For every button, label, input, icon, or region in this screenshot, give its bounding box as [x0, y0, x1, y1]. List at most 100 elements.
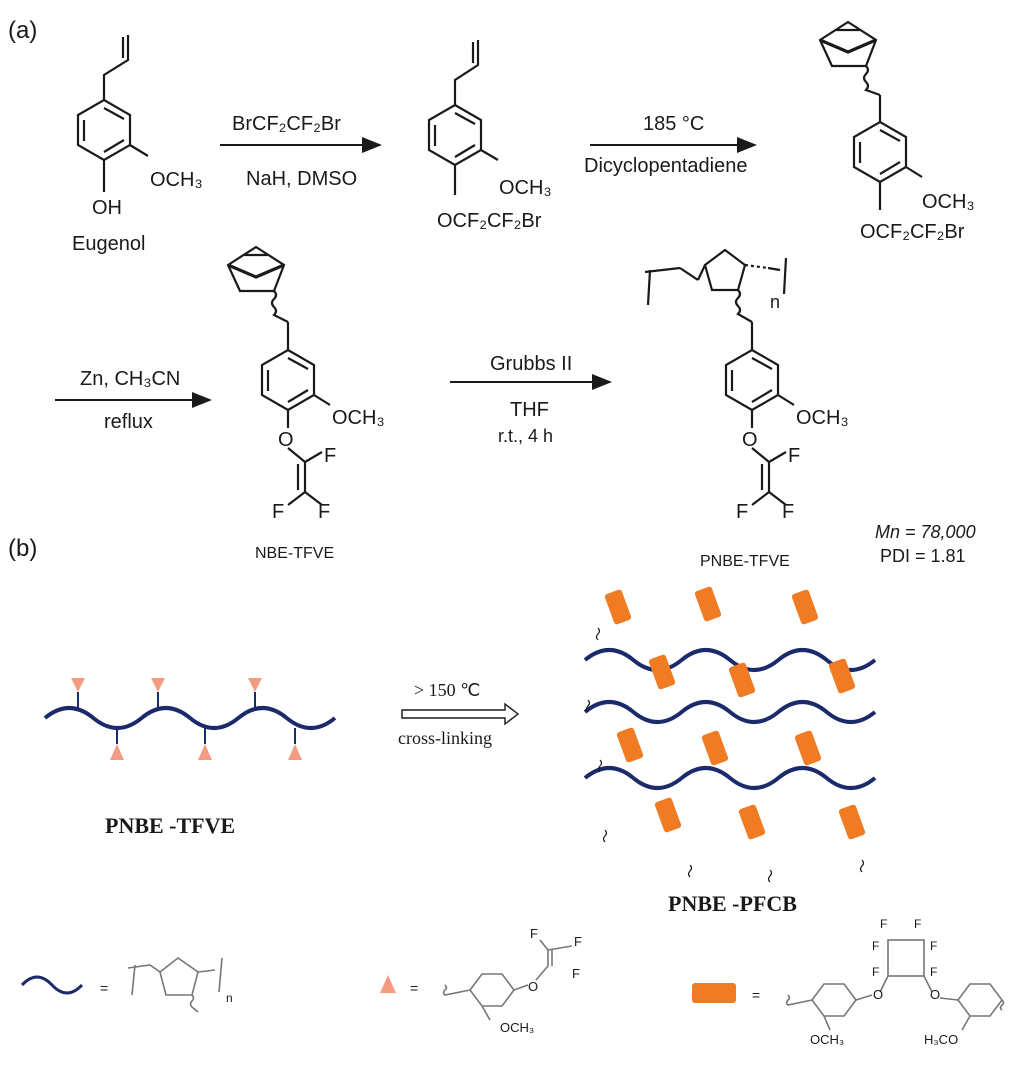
- pfcb-block: [654, 797, 682, 833]
- pfcb-block-group: [648, 654, 676, 690]
- condition-top: > 150 ℃: [414, 680, 480, 700]
- polymer-structure: [644, 248, 795, 506]
- legend-pfcb-och3-left: OCH₃: [810, 1032, 844, 1047]
- pfcb-block: [838, 804, 866, 840]
- pdi-label: PDI = 1.81: [880, 546, 966, 566]
- pfcb-block-group: [728, 662, 756, 698]
- triangle-legend-symbol: [380, 975, 396, 993]
- intermediate-2-och3: OCH₃: [922, 191, 975, 213]
- pfcb-block-group: [616, 727, 644, 763]
- polymer-f1: F: [788, 445, 800, 467]
- polymer-f2: F: [736, 501, 748, 523]
- pfcb-block-group: [701, 730, 729, 766]
- pfcb-legend-structure: [785, 939, 1005, 1031]
- pfcb-block: [701, 730, 729, 766]
- network-backbone: [583, 700, 877, 724]
- pfcb-block: [648, 654, 676, 690]
- tfve-legend-structure: [442, 939, 573, 1021]
- eugenol-och3: OCH₃: [150, 169, 203, 191]
- chain-end-tail: [585, 699, 591, 713]
- pnbe-tfve-chain: [43, 678, 337, 760]
- intermediate-2-structure: [818, 20, 923, 210]
- legend-pfcb-f2: F: [914, 917, 921, 931]
- eugenol-name: Eugenol: [72, 233, 145, 255]
- tfve-triangle: [71, 678, 85, 692]
- chain-end-tail: [859, 859, 865, 873]
- pnbe-pfcb-network: [583, 586, 877, 883]
- polymer-f3: F: [782, 501, 794, 523]
- legend-eq-3: =: [752, 987, 760, 1003]
- mn-label: Mn = 78,000: [875, 522, 976, 542]
- monomer-o: O: [278, 429, 294, 451]
- step4-reagent-mid: THF: [510, 399, 549, 421]
- intermediate-1-tail: OCF₂CF₂Br: [437, 210, 542, 232]
- condition-bottom: cross-linking: [398, 728, 492, 748]
- chain-legend-structure: [127, 957, 223, 1013]
- step1-reagent-top: BrCF₂CF₂Br: [232, 113, 341, 135]
- intermediate-1-och3: OCH₃: [499, 177, 552, 199]
- legend-tfve-o: O: [528, 979, 538, 994]
- monomer-f2: F: [272, 501, 284, 523]
- pfcb-block: [728, 662, 756, 698]
- pfcb-block-group: [694, 586, 722, 622]
- pfcb-block-group: [791, 589, 819, 625]
- chain-backbone: [43, 706, 337, 730]
- step3-reagent-bottom: reflux: [104, 411, 153, 433]
- legend-pfcb-f1: F: [880, 917, 887, 931]
- polymer-o: O: [742, 429, 758, 451]
- step2-reagent-top: 185 °C: [643, 113, 704, 135]
- chain-end-tail: [687, 864, 693, 878]
- polymer-n: n: [770, 292, 780, 312]
- legend-pfcb-f3: F: [872, 939, 879, 953]
- step4-reagent-top: Grubbs II: [490, 353, 572, 375]
- pfcb-block-group: [604, 589, 632, 625]
- monomer-f3: F: [318, 501, 330, 523]
- step3-reagent-top: Zn, CH₃CN: [80, 368, 180, 390]
- chain-end-tail: [595, 627, 601, 641]
- eugenol-structure: [76, 35, 149, 192]
- legend-pfcb-f6: F: [930, 965, 937, 979]
- pfcb-block-group: [654, 797, 682, 833]
- chain-end-tail: [597, 759, 603, 773]
- tfve-triangle: [248, 678, 262, 692]
- pfcb-block: [604, 589, 632, 625]
- pfcb-block: [794, 730, 822, 766]
- block-legend-symbol: [692, 983, 736, 1003]
- monomer-structure: [226, 245, 331, 506]
- monomer-f1: F: [324, 445, 336, 467]
- monomer-och3: OCH₃: [332, 407, 385, 429]
- legend-pfcb-och3-right: H₃CO: [924, 1032, 958, 1047]
- legend-tfve-f2: F: [574, 934, 582, 949]
- legend-tfve-och3: OCH₃: [500, 1020, 534, 1035]
- pfcb-block: [791, 589, 819, 625]
- legend-n: n: [226, 991, 233, 1005]
- pfcb-block-group: [838, 804, 866, 840]
- tfve-triangle: [198, 744, 212, 760]
- pfcb-block-group: [794, 730, 822, 766]
- pfcb-block-group: [828, 658, 856, 694]
- intermediate-2-tail: OCF₂CF₂Br: [860, 221, 965, 243]
- legend-pfcb-o2: O: [930, 987, 940, 1002]
- legend-pfcb-f5: F: [872, 965, 879, 979]
- chain-end-tail: [602, 829, 608, 843]
- legend-eq-1: =: [100, 980, 108, 996]
- polymer-och3: OCH₃: [796, 407, 849, 429]
- right-name: PNBE -PFCB: [668, 891, 797, 916]
- pfcb-block: [616, 727, 644, 763]
- network-backbone: [583, 766, 877, 790]
- legend-eq-2: =: [410, 980, 418, 996]
- intermediate-1-structure: [427, 40, 499, 195]
- legend-tfve-f1: F: [530, 926, 538, 941]
- crosslink-arrow: [401, 702, 520, 726]
- chain-end-tail: [767, 869, 773, 883]
- tfve-triangle: [288, 744, 302, 760]
- legend-pfcb-f4: F: [930, 939, 937, 953]
- chain-legend-symbol: [20, 975, 84, 995]
- panel-b-label: (b): [8, 535, 37, 562]
- eugenol-oh: OH: [92, 197, 122, 219]
- tfve-triangle: [151, 678, 165, 692]
- step1-reagent-bottom: NaH, DMSO: [246, 168, 357, 190]
- polymer-name: PNBE-TFVE: [700, 553, 790, 570]
